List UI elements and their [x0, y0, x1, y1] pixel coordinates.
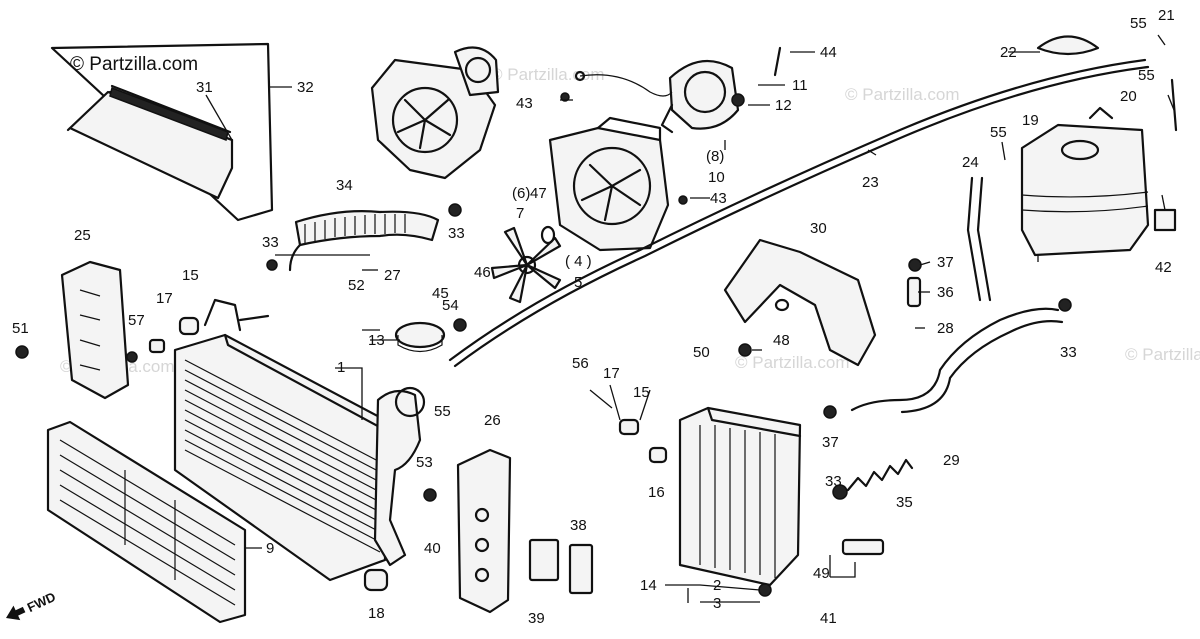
callout-51: 51: [12, 320, 29, 337]
forward-direction-marker: FWD: [6, 589, 58, 621]
callout-55c: 55: [1138, 67, 1155, 84]
callout-52: 52: [348, 277, 365, 294]
callout-20: 20: [1120, 88, 1137, 105]
callout-26: 26: [484, 412, 501, 429]
callout-55b: 55: [1130, 15, 1147, 32]
upper-hose-illustration: [288, 210, 440, 272]
callout-41: 41: [820, 610, 837, 627]
watermark-faint-2: © Partzilla.com: [845, 85, 960, 104]
callout-13: 13: [368, 332, 385, 349]
callout-46: 46: [474, 264, 491, 281]
callout-12: 12: [775, 97, 792, 114]
watermark-faint-5: © Partzilla.com: [1125, 345, 1200, 364]
callout-23: 23: [862, 174, 879, 191]
radiator-cap-illustration: [394, 321, 446, 353]
callout-37a: 37: [937, 254, 954, 271]
radiator-side-cover-illustration: [60, 260, 130, 400]
callout-55a: 55: [434, 403, 451, 420]
fan-blade-illustration: [490, 226, 562, 304]
callout-40: 40: [424, 540, 441, 557]
callout-10: 10: [708, 169, 725, 186]
fwd-label: FWD: [25, 589, 58, 615]
callout-33b: 33: [448, 225, 465, 242]
secondary-radiator-illustration: [678, 406, 802, 587]
front-fan-assembly-illustration: [370, 46, 500, 180]
callout-33c: 33: [1060, 344, 1077, 361]
callout-18: 18: [368, 605, 385, 622]
callout-8: (8): [706, 148, 724, 165]
mounting-bracket-illustration: [723, 238, 877, 367]
callout-37b: 37: [822, 434, 839, 451]
callout-11: 11: [792, 77, 808, 94]
callout-39: 39: [528, 610, 545, 627]
hose-24: [966, 176, 982, 302]
callout-4: ( 4 ): [565, 253, 592, 270]
callout-43b: 43: [710, 190, 727, 207]
callout-50: 50: [693, 344, 710, 361]
fan-motor-illustration: [574, 59, 740, 134]
callout-33d: 33: [825, 473, 842, 490]
callout-29: 29: [943, 452, 960, 469]
callout-32: 32: [297, 79, 314, 96]
watermark-faint-4: © Partzilla.com: [735, 353, 850, 372]
watermark-faint-1: © Partzilla.com: [490, 65, 605, 84]
callout-49: 49: [813, 565, 830, 582]
callout-27: 27: [384, 267, 401, 284]
leader-lines: [205, 34, 1175, 603]
callout-56: 56: [572, 355, 589, 372]
callout-7: 7: [516, 205, 524, 222]
callout-15a: 15: [182, 267, 199, 284]
callout-34: 34: [336, 177, 353, 194]
small-fasteners: [15, 46, 1178, 597]
callout-57: 57: [128, 312, 145, 329]
callout-48: 48: [773, 332, 790, 349]
main-radiator-illustration: [173, 298, 426, 582]
callout-54: 54: [442, 297, 459, 314]
callout-44: 44: [820, 44, 837, 61]
callout-28: 28: [937, 320, 954, 337]
lower-hose-29: [850, 307, 1060, 412]
spring-35: [846, 458, 914, 492]
callout-3: 3: [713, 595, 721, 612]
callout-47: 47: [530, 185, 547, 202]
rear-fan-shroud-illustration: [548, 116, 670, 252]
callout-25: 25: [74, 227, 91, 244]
callout-42: 42: [1155, 259, 1172, 276]
side-shroud-illustration: [456, 448, 512, 614]
callout-17b: 17: [603, 365, 620, 382]
radiator-grille-illustration: [46, 420, 247, 624]
callout-15b: 15: [633, 384, 650, 401]
callout-16: 16: [648, 484, 665, 501]
callout-45: 45: [432, 285, 449, 302]
callout-5: 5: [574, 274, 582, 291]
callout-33a: 33: [262, 234, 279, 251]
callout-2: 2: [713, 577, 721, 594]
overflow-hose-23: [448, 58, 1147, 362]
callout-6: (6): [512, 185, 530, 202]
callout-17a: 17: [156, 290, 173, 307]
shroud-kit-box-illustration: [50, 42, 274, 222]
callout-55d: 55: [990, 124, 1007, 141]
callout-9: 9: [266, 540, 274, 557]
callout-30: 30: [810, 220, 827, 237]
callout-labels: 1 2 3 ( 4 ) 5 (6) 7 (8) 9 10 11 12 13 14…: [12, 7, 1175, 627]
callout-43a: 43: [516, 95, 533, 112]
callout-31: 31: [196, 79, 213, 96]
reserve-tank-illustration: [1020, 106, 1150, 257]
callout-22: 22: [1000, 44, 1017, 61]
callout-38: 38: [570, 517, 587, 534]
tank-cap-22: [1036, 35, 1100, 56]
callout-53: 53: [416, 454, 433, 471]
callout-21: 21: [1158, 7, 1175, 24]
callout-14: 14: [640, 577, 657, 594]
callout-19: 19: [1022, 112, 1039, 129]
callout-1: 1: [337, 359, 345, 376]
watermark-main: © Partzilla.com: [70, 54, 198, 75]
callout-36: 36: [937, 284, 954, 301]
callout-35: 35: [896, 494, 913, 511]
callout-24: 24: [962, 154, 979, 171]
